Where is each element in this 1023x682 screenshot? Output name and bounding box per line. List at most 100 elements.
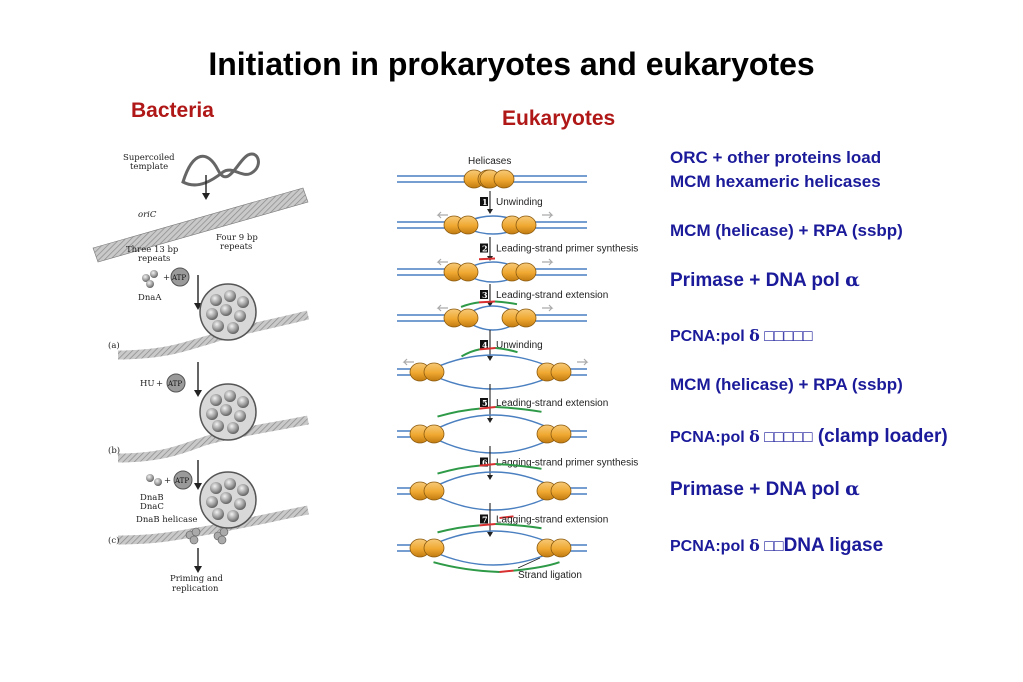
rna-primer: [499, 569, 514, 573]
note-pcna-pol-delta-1: PCNA:pol δ □□□□□: [670, 326, 813, 346]
panel-a-label: (a): [108, 340, 120, 351]
arrowhead: [487, 209, 493, 214]
dnab-helicase-shapes: [185, 527, 229, 545]
label-supercoiled: Supercoiled: [123, 153, 175, 163]
greek-alpha: α: [845, 269, 860, 291]
direction-arrow: [436, 258, 448, 266]
leading-strand: [460, 301, 480, 308]
rna-primer: [479, 523, 496, 527]
leading-strand: [495, 523, 542, 530]
mcm-helicase: [550, 424, 572, 444]
step-label: Unwinding: [496, 197, 543, 208]
label-dnab-helicase: DnaB helicase: [136, 515, 197, 525]
label-four-9bp: Four 9 bp: [216, 233, 258, 243]
label-atp: ATP: [167, 380, 182, 388]
leading-strand: [437, 407, 480, 418]
direction-arrow: [542, 258, 554, 266]
note-text: PCNA:pol: [670, 538, 750, 555]
rna-primer: [479, 463, 496, 467]
mcm-helicase: [423, 538, 445, 558]
direction-arrow: [577, 358, 589, 366]
note-glyphs: □□: [764, 538, 784, 555]
mcm-helicase: [550, 362, 572, 382]
label-dnac: DnaC: [140, 502, 164, 512]
greek-delta: δ: [749, 427, 760, 446]
plus-sign: +: [163, 273, 170, 283]
rna-primer: [478, 257, 496, 261]
direction-arrow: [542, 304, 554, 312]
direction-arrow: [402, 358, 414, 366]
note-primase-pol-alpha-1: Primase + DNA pol α: [670, 269, 860, 292]
dna-bottom-strand: [397, 320, 587, 331]
dna-strand-a: [117, 310, 310, 360]
supercoiled-dna: [181, 152, 260, 187]
note-text: Primase + DNA pol: [670, 270, 846, 291]
note-primase-pol-alpha-2: Primase + DNA pol α: [670, 478, 860, 501]
panel-c-label: (c): [108, 535, 119, 546]
label-priming: Priming and: [170, 574, 223, 584]
rna-primer: [479, 347, 496, 351]
note-orc-load: ORC + other proteins load: [670, 148, 882, 167]
plus-sign: +: [156, 379, 163, 389]
mcm-helicase: [423, 481, 445, 501]
label-oric: oriC: [138, 210, 157, 220]
note-mcm-helicases: MCM hexameric helicases: [670, 172, 881, 191]
mcm-helicase: [423, 424, 445, 444]
label-template: template: [130, 162, 168, 172]
direction-arrow: [436, 211, 448, 219]
dna-top-strand: [397, 215, 587, 223]
dna-top-strand: [397, 305, 587, 316]
lagging-strand: [513, 561, 560, 572]
leading-strand: [495, 347, 518, 354]
label-atp: ATP: [171, 274, 186, 282]
step-number: 5: [482, 398, 488, 408]
mcm-helicase: [457, 262, 479, 282]
page-title: Initiation in prokaryotes and eukaryotes: [208, 46, 815, 82]
eukaryotes-heading: Eukaryotes: [502, 107, 616, 130]
plus-sign: +: [164, 476, 171, 486]
note-text: PCNA:pol: [670, 328, 750, 345]
label-dnab: DnaB: [140, 493, 164, 503]
label-atp: ATP: [174, 477, 189, 485]
step-label: Unwinding: [496, 340, 543, 351]
lagging-strand: [433, 561, 500, 573]
note-clamp-loader: (clamp loader): [812, 426, 948, 447]
leading-strand: [461, 348, 480, 358]
atp-circle: [170, 267, 190, 287]
step-number-box: [480, 340, 488, 349]
dna-strand-b: [117, 415, 309, 463]
note-dna-ligase: DNA ligase: [783, 535, 884, 556]
step-label: Leading-strand primer synthesis: [496, 244, 638, 255]
mcm-helicase: [550, 538, 572, 558]
mcm-helicase: [550, 481, 572, 501]
direction-arrow: [542, 211, 554, 219]
mcm-helicase: [457, 308, 479, 328]
step-number-box: [480, 457, 488, 467]
leader-line: [517, 557, 541, 569]
step-number: 1: [482, 197, 488, 207]
step-number: 6: [482, 458, 488, 468]
leading-strand: [495, 463, 542, 470]
leading-strand: [437, 524, 480, 534]
mcm-helicase: [515, 308, 537, 328]
step-label: Leading-strand extension: [496, 398, 608, 409]
label-three-13bp: Three 13 bp: [126, 245, 179, 255]
label-four-9bp-repeats: repeats: [220, 242, 252, 252]
step-number-box: [480, 514, 488, 524]
label-helicases: Helicases: [468, 156, 511, 167]
dna-top-strand: [397, 261, 587, 270]
bacteria-initiation-figure: Supercoiled template oriC Three 13 bp re…: [92, 152, 310, 594]
note-text: PCNA:pol: [670, 429, 750, 446]
oric-dna: [92, 187, 309, 263]
step-label: Lagging-strand primer synthesis: [496, 458, 638, 469]
step-number: 7: [482, 515, 488, 525]
arrowhead: [487, 475, 493, 480]
mcm-helicase: [515, 262, 537, 282]
label-three-13bp-repeats: repeats: [138, 254, 170, 264]
arrowhead: [487, 532, 493, 537]
rna-primer: [479, 406, 496, 410]
greek-delta: δ: [749, 536, 760, 555]
panel-b-label: (b): [108, 445, 120, 456]
note-mcm-rpa-1: MCM (helicase) + RPA (ssbp): [670, 221, 903, 240]
